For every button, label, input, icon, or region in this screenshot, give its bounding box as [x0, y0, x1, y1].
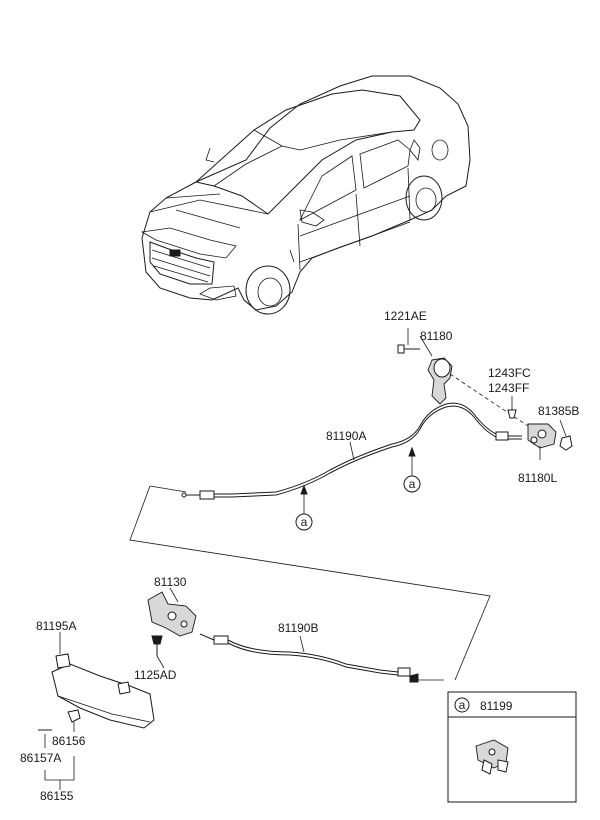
- legend-marker: a: [459, 698, 466, 712]
- label-1221AE: 1221AE: [384, 309, 427, 323]
- emblem-icon: [169, 249, 181, 257]
- cable-81190B: [199, 633, 419, 683]
- label-81190A: 81190A: [326, 429, 366, 443]
- legend-part-81199: 81199: [480, 699, 513, 713]
- release-handle-81180-icon: [427, 357, 453, 405]
- cable-81190A: [181, 402, 522, 500]
- callout-a-1: a: [403, 475, 421, 493]
- screw-1243-icon: [507, 396, 517, 419]
- bolt-1125AD-icon: [151, 635, 165, 669]
- label-1243FF: 1243FF: [488, 381, 529, 395]
- car-illustration: [140, 75, 471, 315]
- label-86156: 86156: [52, 734, 86, 748]
- label-1125AD: 1125AD: [134, 668, 177, 682]
- callout-a-2: a: [295, 513, 313, 531]
- label-86157A: 86157A: [20, 751, 61, 765]
- cover-81195A-icon: [51, 632, 155, 729]
- label-81190B: 81190B: [278, 621, 318, 635]
- label-81130: 81130: [154, 575, 187, 589]
- label-86155: 86155: [40, 789, 74, 803]
- clip-81385B-icon: [559, 419, 573, 451]
- clip-86156-icon: [67, 709, 81, 732]
- label-1243FC: 1243FC: [488, 366, 531, 380]
- label-81195A: 81195A: [36, 619, 76, 633]
- legend-box: a 81199: [447, 691, 577, 803]
- screw-86157A-icon: [38, 729, 52, 748]
- svg-text:a: a: [301, 515, 308, 529]
- dashed-route-line: [129, 485, 491, 681]
- lever-81180L-icon: [527, 423, 557, 460]
- front-wheel-icon: [245, 265, 291, 315]
- label-81180: 81180: [420, 329, 453, 343]
- fuel-door: [431, 139, 449, 161]
- rear-wheel-icon: [405, 175, 443, 221]
- svg-text:a: a: [409, 477, 416, 491]
- label-81180L: 81180L: [518, 471, 557, 485]
- label-81385B: 81385B: [538, 404, 579, 418]
- clip-81199-icon: [475, 739, 509, 775]
- bolt-1221AE-icon: [397, 328, 420, 354]
- latch-81130-icon: [147, 587, 197, 637]
